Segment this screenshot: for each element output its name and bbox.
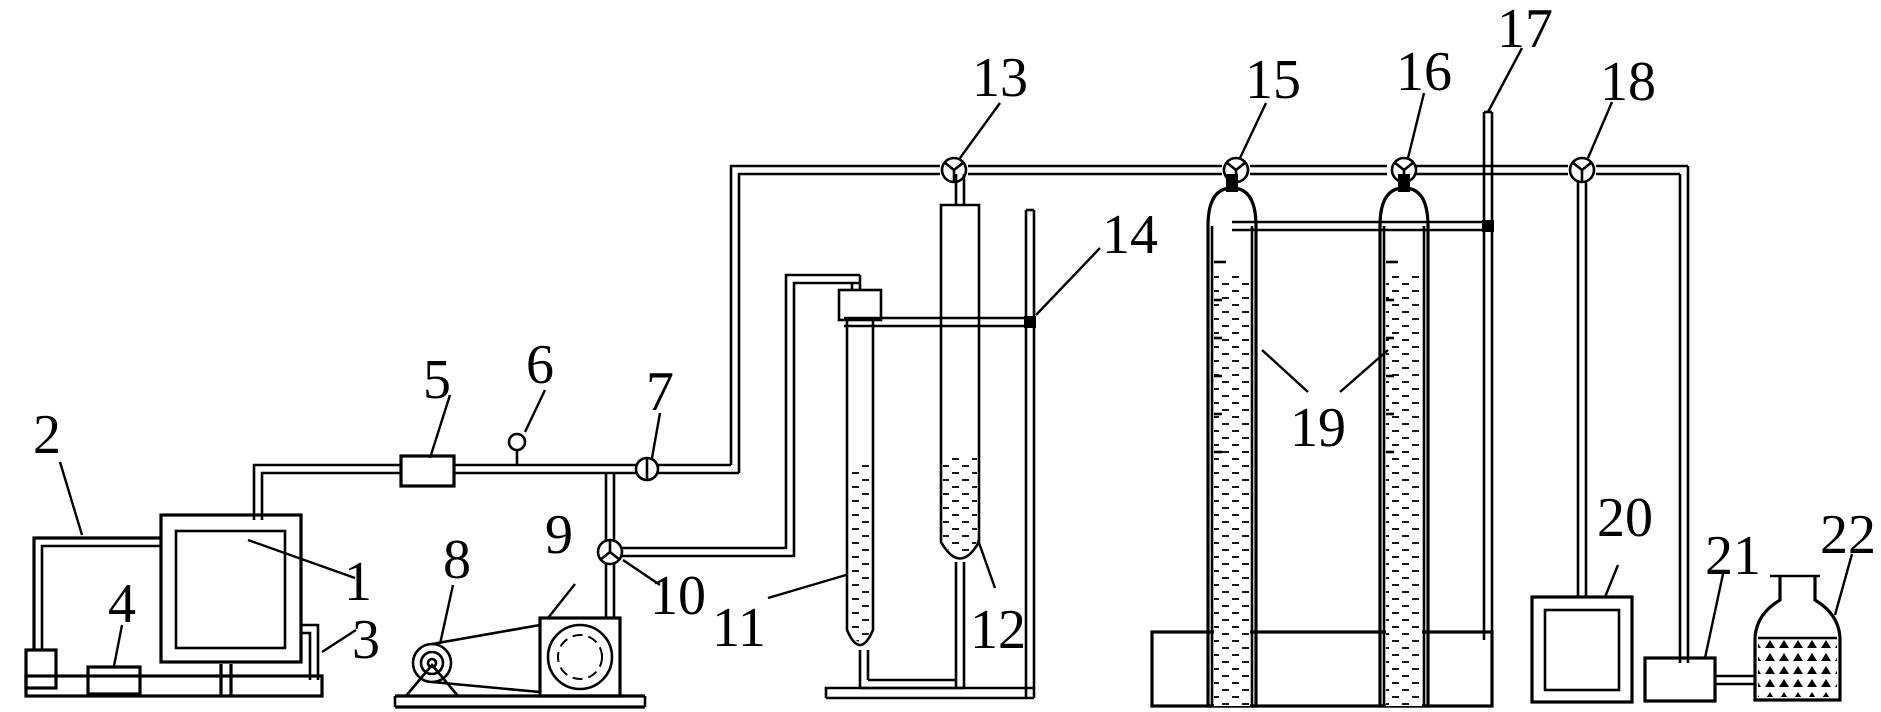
label-2: 2 xyxy=(33,404,61,466)
label-19: 19 xyxy=(1290,397,1346,459)
three-way-valve-16 xyxy=(1390,156,1418,184)
line-2 xyxy=(32,536,161,650)
three-way-valve-13 xyxy=(940,156,968,184)
label-13: 13 xyxy=(972,47,1028,109)
labels: 1 2 3 4 5 6 7 8 9 10 11 12 13 14 15 16 1… xyxy=(33,0,1876,671)
stand-14 xyxy=(824,208,1036,700)
pump-branch xyxy=(604,273,862,618)
label-5: 5 xyxy=(423,349,451,411)
box-21 xyxy=(1643,656,1755,703)
main-pipe xyxy=(252,164,1690,663)
controller-4 xyxy=(86,665,142,696)
tube-12 xyxy=(860,174,981,690)
motor-8 xyxy=(405,623,541,697)
leader-lines xyxy=(58,47,1854,667)
base-plate xyxy=(24,674,324,698)
cylinder-left xyxy=(24,648,58,690)
label-9: 9 xyxy=(545,504,573,566)
tube-11 xyxy=(837,288,883,688)
flask-22 xyxy=(1753,574,1842,702)
three-way-valve-15 xyxy=(1222,156,1250,184)
label-1: 1 xyxy=(344,551,372,613)
label-21: 21 xyxy=(1705,525,1761,587)
label-10: 10 xyxy=(650,565,706,627)
water-trough xyxy=(1150,630,1494,708)
three-way-valve-10 xyxy=(596,538,624,566)
graduation-marks xyxy=(1214,260,1398,454)
label-14: 14 xyxy=(1102,204,1158,266)
label-3: 3 xyxy=(352,609,380,671)
box-20 xyxy=(1530,595,1634,704)
three-way-valve-18 xyxy=(1568,156,1596,597)
line-3 xyxy=(301,623,320,680)
gas-tube-left xyxy=(1206,174,1258,708)
filter-5 xyxy=(399,454,456,488)
label-12: 12 xyxy=(970,599,1026,661)
label-15: 15 xyxy=(1245,49,1301,111)
pressure-gauge-6 xyxy=(507,432,527,465)
label-16: 16 xyxy=(1396,41,1452,103)
vacuum-chamber-1 xyxy=(159,513,303,696)
label-22: 22 xyxy=(1820,504,1876,566)
label-11: 11 xyxy=(712,597,766,659)
valve-7 xyxy=(634,456,660,482)
label-6: 6 xyxy=(526,334,554,396)
stand-17 xyxy=(1232,110,1494,640)
gas-tube-right xyxy=(1378,174,1430,708)
pump-base xyxy=(393,694,647,709)
pump-9 xyxy=(538,616,622,698)
label-4: 4 xyxy=(108,573,136,635)
label-18: 18 xyxy=(1600,51,1656,113)
label-7: 7 xyxy=(646,361,674,423)
label-17: 17 xyxy=(1497,0,1553,60)
label-20: 20 xyxy=(1597,487,1653,549)
label-8: 8 xyxy=(443,529,471,591)
